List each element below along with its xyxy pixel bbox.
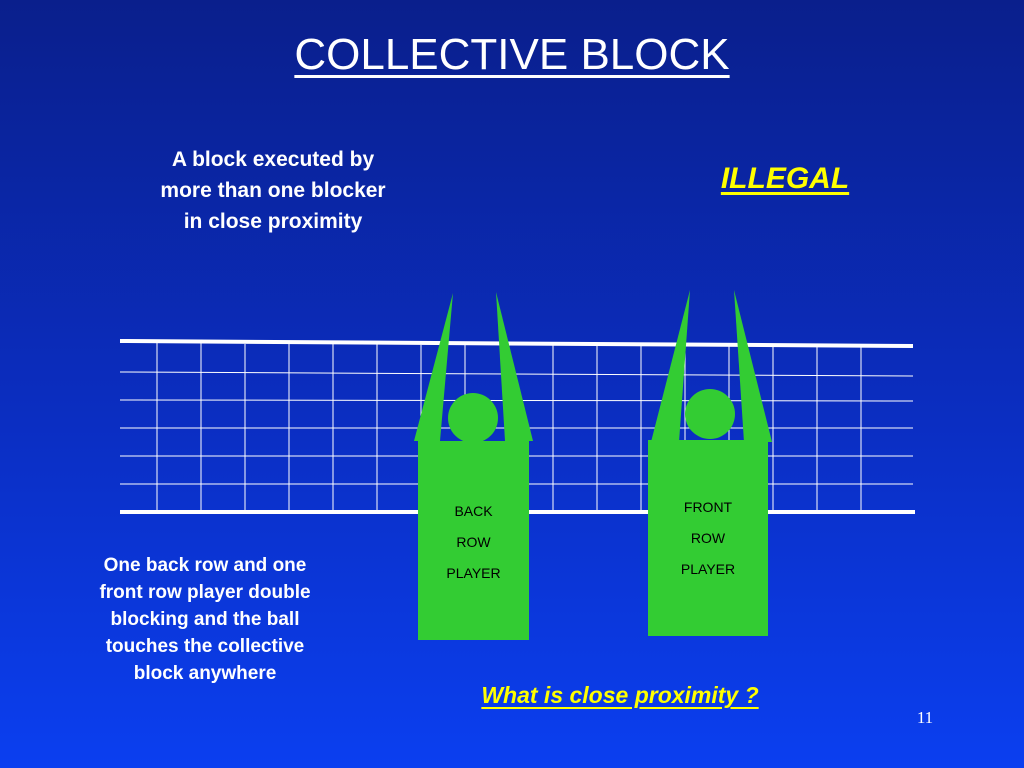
back-row-player [414,292,533,640]
definition-text: A block executed by more than one blocke… [118,144,428,237]
back-label-line: ROW [456,534,491,550]
front-row-player-label: FRONT ROW PLAYER [648,492,768,585]
front-player-head [685,389,735,439]
front-row-player [648,290,772,636]
explanation-line: block anywhere [133,663,277,684]
net-mesh-line [119,371,914,377]
net-top-band [119,339,914,348]
front-label-line: ROW [690,530,726,546]
front-label-line: PLAYER [680,561,736,577]
proximity-question: What is close proximity ? [481,682,759,708]
front-label-line: FRONT [683,499,733,515]
back-player-left-arm [414,293,453,441]
explanation-text: One back row and one front row player do… [70,552,340,687]
back-label-line: BACK [454,503,493,519]
back-row-player-label: BACK ROW PLAYER [418,496,529,589]
front-player-right-arm [734,290,772,442]
front-player-body [648,440,768,636]
explanation-line: One back row and one [103,555,307,576]
explanation-line: front row player double [99,582,311,603]
back-player-body [418,441,529,640]
definition-line: in close proximity [183,210,363,233]
front-player-left-arm [651,290,690,442]
back-label-line: PLAYER [446,565,501,581]
definition-line: A block executed by [171,148,375,171]
explanation-line: touches the collective [105,636,305,657]
illegal-verdict: ILLEGAL [720,162,850,195]
explanation-line: blocking and the ball [110,609,300,630]
definition-line: more than one blocker [160,179,386,202]
slide-title: COLLECTIVE BLOCK [294,30,730,79]
page-number: 11 [916,708,934,727]
back-player-head [448,393,498,443]
back-player-right-arm [496,292,533,441]
